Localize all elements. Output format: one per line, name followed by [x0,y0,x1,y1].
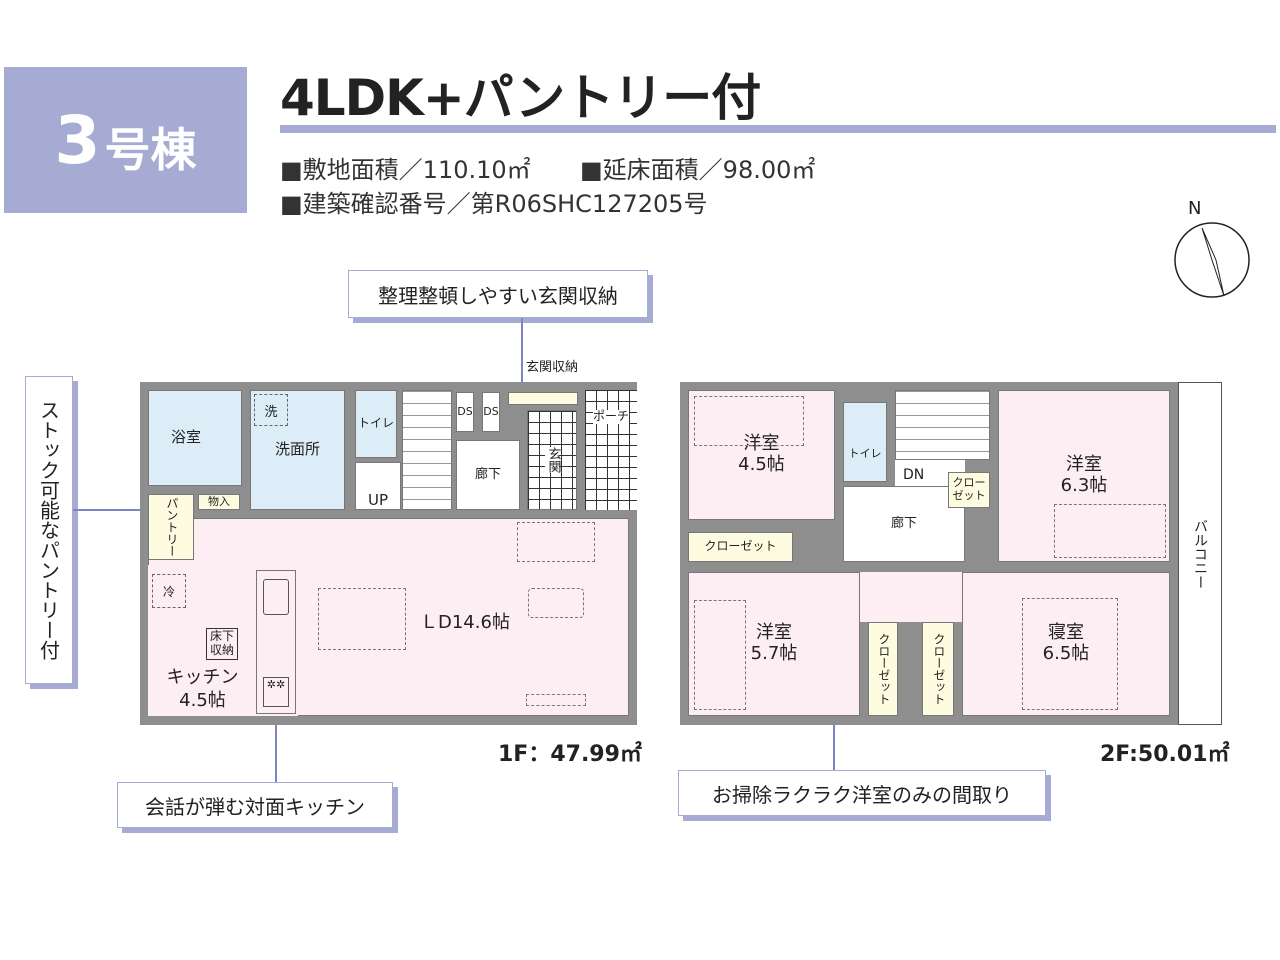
room-name: 洋室 [1066,454,1102,476]
porch-label: ポーチ [592,409,629,424]
up-label: UP [367,490,389,509]
closet-label: クローゼット [876,633,891,705]
closet-2: クローゼット [948,472,990,508]
room-toilet-2f: トイレ [843,402,887,482]
building-number: 3 [54,101,101,179]
toilet-label: トイレ [357,416,394,431]
bed [1022,598,1118,710]
hall-label: 廊下 [890,515,917,531]
washer-space: 洗 [254,394,288,426]
room-hall-2f: 廊下 [843,486,965,562]
room-name: 寝室 [1048,622,1084,644]
balcony: バルコニー [1178,382,1222,725]
hall-label: 廊下 [474,466,501,482]
pantry: パントリー [148,494,194,560]
building-suffix: 号棟 [104,123,197,177]
storage: 物入 [198,494,240,510]
ld-label: ＬD14.6帖 [420,612,510,633]
toilet-label: トイレ [848,447,882,461]
coffee-table [528,588,584,618]
bath-label: 浴室 [171,428,202,447]
compass-icon: N [1172,198,1252,300]
compass-north-label: N [1188,198,1202,219]
tv-board [526,694,586,706]
room-entrance: 玄関 [527,410,577,510]
pantry-label: パントリー [164,497,179,557]
entrance-storage-label: 玄関収納 [526,360,579,375]
ds-2: DS [482,392,500,432]
underfloor-storage: 床下収納 [206,628,238,660]
closet-area [860,572,962,622]
permit-number: ■建築確認番号／第R06SHC127205号 [280,190,708,218]
site-area: ■敷地面積／110.10㎡ [280,156,531,184]
washroom-label: 洗面所 [274,440,320,459]
room-toilet-1f: トイレ [355,390,397,458]
closet-label: クローゼット [931,633,946,705]
fridge-space: 冷 [152,574,186,608]
ds-1: DS [456,392,474,432]
room-bath: 浴室 [148,390,242,486]
entrance-storage [508,392,578,405]
room-size: 6.5帖 [1042,643,1090,664]
closet-1: クローゼット [688,532,793,562]
bed [1054,504,1166,558]
stove-icon: ✲✲ [263,677,289,707]
kitchen-counter: ✲✲ [256,570,296,714]
room-name: 洋室 [756,622,792,644]
sofa [517,522,595,562]
callout-pantry: ストック可能なパントリー付 [25,376,73,684]
leader-line [73,509,153,511]
balcony-label: バルコニー [1192,518,1209,589]
callout-entrance-storage: 整理整頓しやすい玄関収納 [348,270,648,318]
bed [694,396,804,446]
room-hall-1f: 廊下 [456,440,520,510]
entrance-label: 玄関 [544,447,561,473]
stairs-2f [895,390,990,460]
callout-western-rooms: お掃除ラクラク洋室のみの間取り [678,770,1046,816]
closet-3: クローゼット [868,622,898,716]
room-washroom: 洗面所 [250,390,345,510]
stairs-1f [402,390,452,510]
closet-4: クローゼット [922,622,954,716]
page-title: 4LDK+パントリー付 [280,69,761,127]
kitchen-size: 4.5帖 [179,690,226,712]
room-size: 5.7帖 [750,643,798,664]
room-size: 6.3帖 [1060,475,1108,496]
porch: ポーチ [585,390,637,510]
kitchen-name: キッチン [166,667,239,688]
room-name: 洋室 [743,433,780,455]
leader-line [833,708,835,770]
down-label: DN [903,467,925,483]
stairs-landing: UP [355,462,401,510]
sink-icon [263,579,289,615]
room-size: 4.5帖 [738,454,785,475]
bed [694,600,746,710]
floor2-area: 2F:50.01㎡ [1100,742,1230,767]
leader-line [521,318,523,394]
callout-kitchen: 会話が弾む対面キッチン [117,782,393,828]
building-badge: 3 号棟 [4,67,247,213]
floor-area: ■延床面積／98.00㎡ [580,156,816,184]
floor1-area: 1F：47.99㎡ [498,742,642,767]
dining-table [318,588,406,650]
title-underline [280,125,1276,133]
